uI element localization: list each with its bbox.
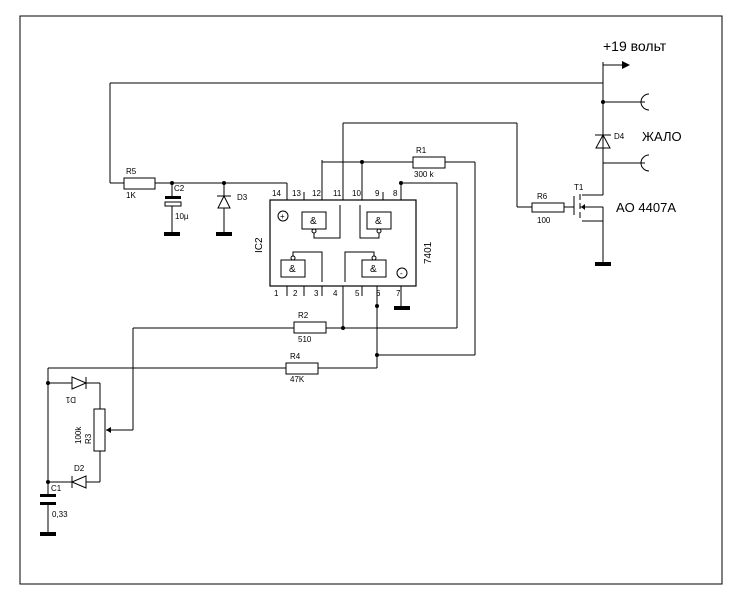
capacitor-c1: C1 0,33	[40, 484, 68, 532]
svg-text:R2: R2	[298, 311, 309, 320]
ground-d3	[216, 232, 232, 236]
supply-rail: +19 вольт	[109, 38, 667, 195]
svg-text:510: 510	[298, 335, 312, 344]
svg-text:1: 1	[274, 289, 279, 298]
svg-text:5: 5	[355, 289, 360, 298]
pin8-wire	[399, 181, 458, 328]
svg-text:100k: 100k	[74, 426, 83, 444]
resistor-r4: R4 47K	[48, 304, 475, 384]
svg-text:13: 13	[292, 189, 301, 198]
ground-ic-pin7	[394, 306, 410, 310]
svg-text:+: +	[280, 212, 285, 221]
gate-4: &	[344, 251, 387, 282]
gate-1: &	[301, 205, 341, 239]
svg-text:10µ: 10µ	[175, 212, 189, 221]
svg-text:300 k: 300 k	[414, 170, 435, 179]
svg-text:11: 11	[333, 189, 342, 198]
svg-text:R1: R1	[416, 146, 427, 155]
svg-text:R5: R5	[126, 167, 137, 176]
ground-c1	[40, 532, 56, 536]
ic-bottom-pins: 1 2 3 4 5 6 7	[274, 286, 402, 355]
svg-text:3: 3	[314, 289, 319, 298]
gate-drive-wire	[342, 122, 518, 207]
resistor-r5: R5 1K	[123, 167, 156, 200]
svg-text:D2: D2	[74, 464, 85, 473]
tip-connector: ЖАЛО	[601, 93, 682, 172]
svg-text:&: &	[370, 264, 377, 275]
ic-top-pins: 14 13 12 11 10 9 8	[272, 160, 402, 200]
svg-text:R4: R4	[290, 352, 301, 361]
capacitor-c2: C2 10µ	[164, 183, 189, 232]
gate-2: &	[359, 205, 392, 239]
ground-t1	[595, 262, 611, 266]
svg-text:R6: R6	[537, 192, 548, 201]
svg-text:R3: R3	[84, 433, 93, 444]
svg-text:2: 2	[293, 289, 298, 298]
diode-d3: D3	[217, 183, 248, 232]
gate-3: &	[280, 251, 323, 282]
svg-text:100: 100	[537, 216, 551, 225]
diode-d2: D2	[48, 464, 100, 489]
drawing-frame	[19, 15, 723, 585]
mosfet-part-label: AO 4407A	[616, 200, 676, 215]
svg-text:4: 4	[333, 289, 338, 298]
resistor-r1: R1 300 k	[322, 146, 476, 355]
svg-text:7: 7	[396, 289, 401, 298]
svg-text:C1: C1	[51, 484, 62, 493]
svg-text:D3: D3	[237, 193, 248, 202]
svg-text:&: &	[375, 216, 382, 227]
svg-text:14: 14	[272, 189, 281, 198]
svg-text:T1: T1	[574, 183, 584, 192]
ground-c2	[164, 232, 180, 236]
svg-text:&: &	[289, 264, 296, 275]
svg-text:12: 12	[312, 189, 321, 198]
svg-text:6: 6	[376, 289, 381, 298]
potentiometer-r3: 100k R3	[74, 328, 134, 482]
svg-text:C2: C2	[174, 184, 185, 193]
svg-text:10: 10	[352, 189, 361, 198]
resistor-r6: R6 100	[517, 192, 574, 225]
supply-arrow-icon	[622, 61, 630, 69]
svg-text:-: -	[400, 269, 403, 278]
svg-text:D1: D1	[65, 395, 76, 404]
resistor-r2: R2 510	[133, 311, 457, 344]
svg-text:8: 8	[393, 189, 398, 198]
supply-label: +19 вольт	[603, 38, 667, 54]
ic-name-label: IC2	[254, 237, 265, 253]
svg-text:0,33: 0,33	[52, 510, 68, 519]
mosfet-t1: T1 AO 4407A	[573, 183, 676, 262]
svg-text:D4: D4	[614, 132, 625, 141]
diode-d1: D1	[48, 376, 100, 404]
svg-text:1K: 1K	[126, 191, 136, 200]
ic-part-label: 7401	[423, 241, 434, 264]
svg-text:&: &	[310, 216, 317, 227]
tip-label: ЖАЛО	[642, 129, 682, 144]
svg-text:47K: 47K	[290, 375, 305, 384]
svg-text:9: 9	[375, 189, 380, 198]
diode-d4: D4	[595, 132, 625, 149]
